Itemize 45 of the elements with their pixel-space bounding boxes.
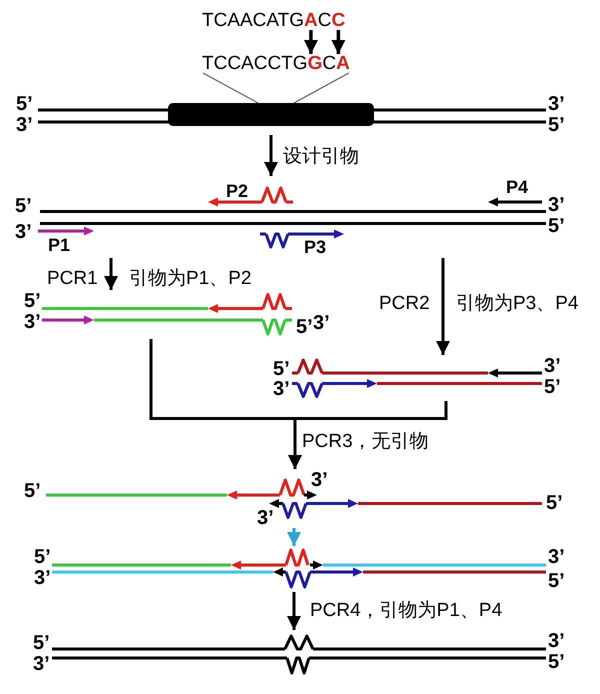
strand-end-label: 5’ (548, 652, 565, 672)
strand-end-label: 3’ (548, 94, 565, 114)
strand-end-label: 3’ (273, 379, 290, 399)
strand-end-label: 3’ (544, 356, 561, 376)
arrow (287, 592, 301, 630)
primer-label: P2 (226, 182, 248, 200)
strand-end-label: 3’ (33, 654, 50, 674)
strand-end-label: 5’ (33, 633, 50, 653)
strand-end-label: 5’ (34, 547, 51, 567)
dna-sequence: TCCACCTGGCA (202, 54, 350, 73)
strand-end-label: 5’ (546, 493, 563, 513)
strand-end-label: 5’ (273, 359, 290, 379)
arrow (104, 258, 118, 290)
strand-end-label: 3’ (548, 195, 565, 215)
strand-end-label: 3’ (548, 547, 565, 567)
strand-end-label: 3’ (24, 312, 41, 332)
strand-end-label: 3’ (16, 115, 33, 135)
strand-end-label: 5’ (15, 196, 32, 216)
gene-region-bar (168, 103, 374, 126)
arrow (264, 135, 278, 176)
strand-end-label: 3’ (311, 470, 328, 490)
leader-line (202, 72, 258, 104)
strand-end-label: 3’ (257, 508, 274, 528)
strand-end-label: 5’ (16, 94, 33, 114)
strand-end-label: 5’ (548, 571, 565, 591)
strand-end-label: 3’ (313, 313, 330, 333)
strand-end-label: 3’ (15, 222, 32, 242)
arrow (287, 528, 301, 546)
strand-end-label: 3’ (548, 631, 565, 651)
strand-end-label: 5’ (24, 481, 41, 501)
strand-end-label: 5’ (548, 216, 565, 236)
primer-label: P4 (506, 178, 528, 196)
strand-end-label: 5’ (296, 317, 313, 337)
arrow (304, 30, 318, 54)
strand-end-label: 5’ (548, 115, 565, 135)
strand-end-label: 5’ (544, 377, 561, 397)
strand-end-label: 3’ (34, 568, 51, 588)
arrow (288, 401, 448, 469)
strand-end-label: 5’ (24, 291, 41, 311)
primer-label: P1 (48, 236, 70, 254)
leader-line (294, 72, 350, 104)
arrow (436, 258, 450, 355)
primer-label: P3 (304, 238, 326, 256)
arrow (331, 30, 346, 54)
dna-sequence: TCAACATGACC (202, 11, 346, 30)
